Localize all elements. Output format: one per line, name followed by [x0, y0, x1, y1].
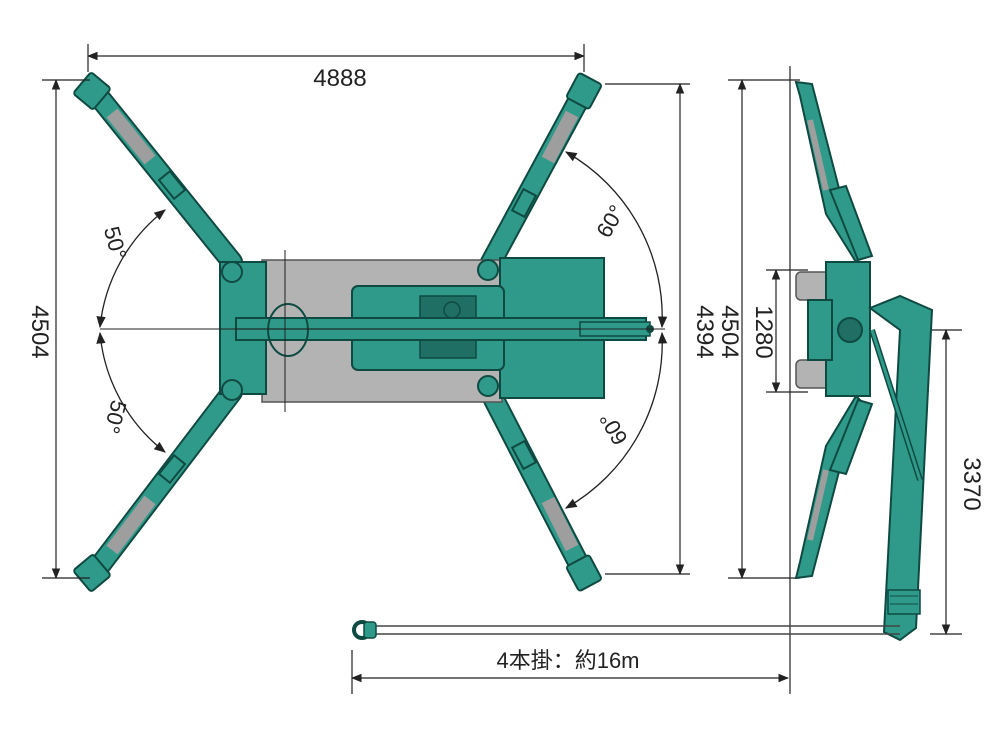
dim-inner-height: 4394	[691, 305, 718, 358]
dim-hook-length: 4本掛：約16m	[496, 648, 639, 673]
crane-body-top-view	[219, 257, 654, 403]
angle-label-lower-left: 50°	[99, 398, 132, 437]
dim-side-height: 4504	[716, 305, 743, 358]
outrigger-upper-right	[477, 72, 602, 279]
outrigger-lower-left	[73, 381, 243, 592]
dim-side-small: 1280	[750, 305, 777, 358]
boom-side-view	[867, 294, 934, 642]
track-upper	[795, 271, 831, 301]
outrigger-upper-left	[73, 72, 243, 273]
angle-arcs	[96, 151, 668, 509]
hook-rope	[352, 620, 900, 640]
dim-boom-height: 3370	[958, 457, 985, 510]
outrigger-lower-right	[477, 377, 602, 592]
dim-top-width: 4888	[313, 65, 366, 92]
angle-label-lower-right: 60°	[594, 408, 632, 449]
angle-label-upper-left: 50°	[99, 224, 132, 263]
dim-left-height: 4504	[26, 305, 53, 358]
crane-side-view	[794, 80, 934, 642]
dimension-lines	[42, 44, 962, 694]
angle-label-upper-right: 60°	[591, 201, 629, 242]
track-lower	[795, 359, 831, 389]
